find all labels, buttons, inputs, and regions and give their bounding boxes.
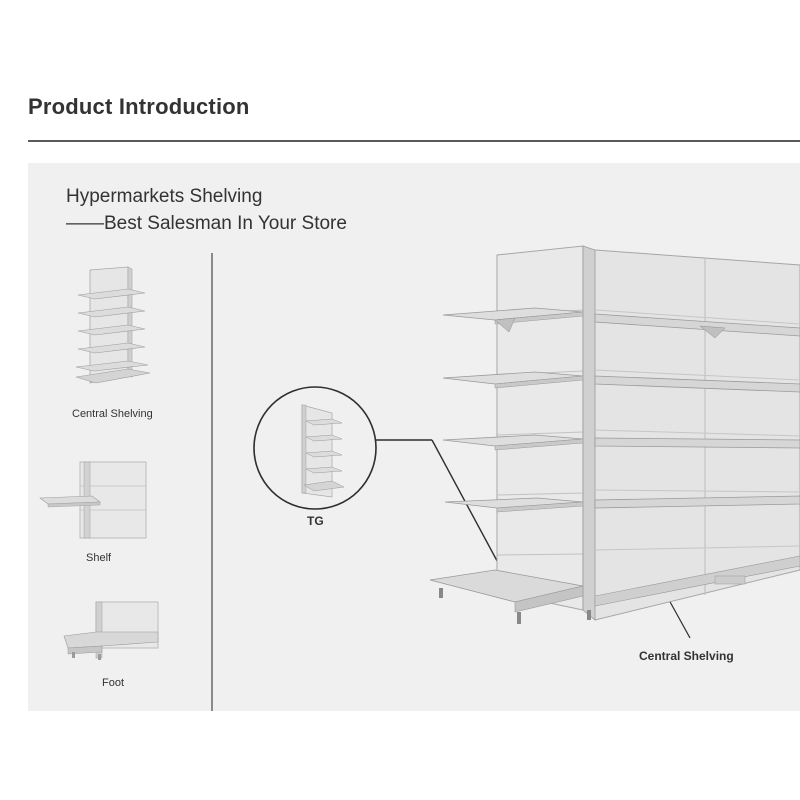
thumb-foot-label: Foot [102, 677, 125, 689]
thumb-shelf-label: Shelf [86, 552, 112, 564]
main-shelving-image [429, 245, 800, 624]
thumb-central-shelving-label: Central Shelving [72, 408, 153, 420]
header-divider [28, 140, 800, 142]
hero-subtitle: ——Best Salesman In Your Store [66, 213, 347, 234]
hero-title: Hypermarkets Shelving [66, 186, 263, 207]
tg-callout-image [253, 386, 377, 510]
thumb-central-shelving-image [75, 266, 151, 384]
thumb-foot-image [63, 601, 159, 660]
thumb-shelf-image [39, 461, 147, 539]
vertical-divider [211, 253, 213, 711]
page-title: Product Introduction [28, 94, 250, 119]
tg-callout-label: TG [307, 514, 324, 528]
main-shelving-label: Central Shelving [639, 649, 734, 663]
